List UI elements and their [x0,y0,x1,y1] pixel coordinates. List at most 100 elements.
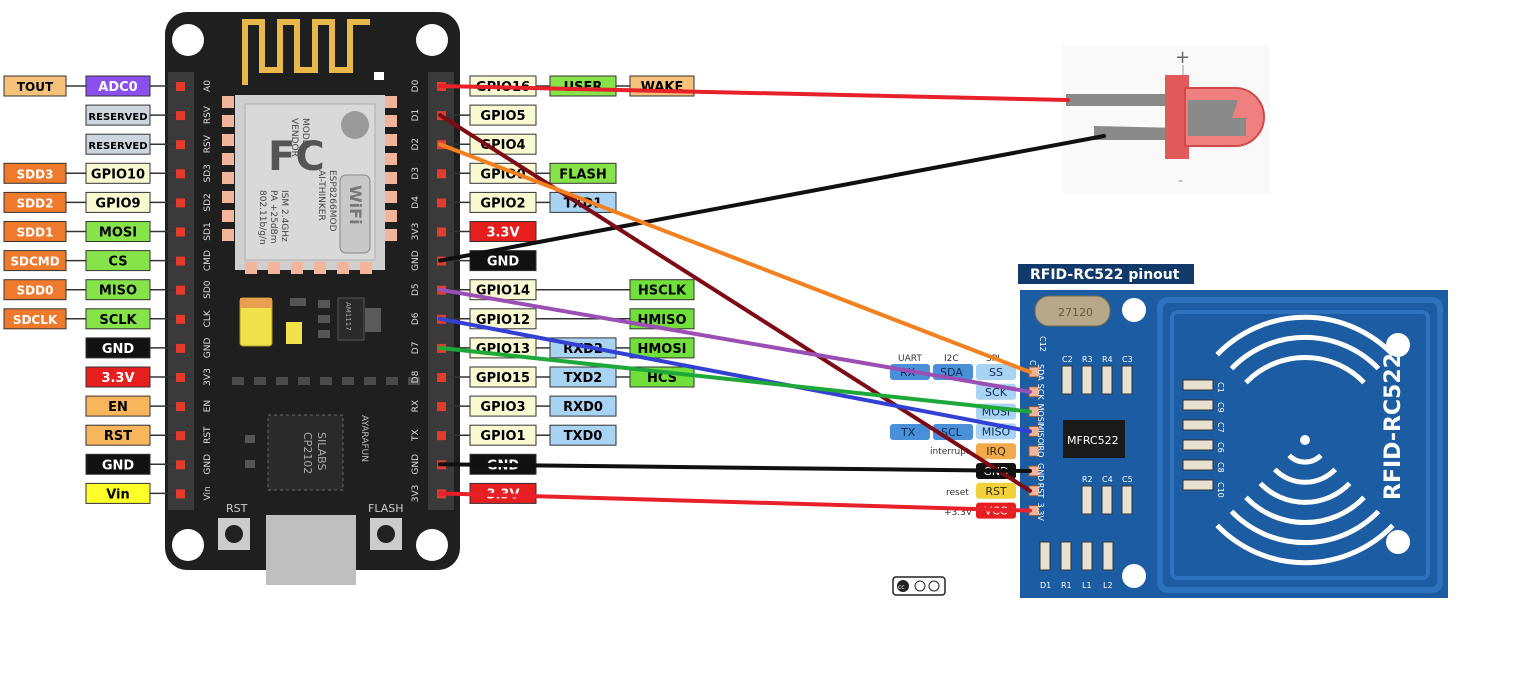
rfid-smd [1182,379,1214,391]
mount-hole [172,24,204,56]
right-pin [437,431,446,441]
wire-d5-sck [438,287,1032,394]
cc-icon [897,580,909,592]
left-pin-silk: CLK [203,309,213,327]
module-pad [222,134,234,146]
rfid-smd-label: C9 [1216,402,1225,413]
left-inner-label-box [85,453,151,475]
rfid-pin-badge [976,364,1016,380]
right-b-label: FLASH [559,167,606,182]
left-pin [176,314,185,324]
antenna-trace [242,19,370,85]
rfid-wave-dot [1300,435,1310,445]
module-pad [385,210,397,222]
right-pin-silk: D4 [411,196,421,209]
right-a-label: 3.3V [486,226,519,241]
rst-button-cap[interactable] [225,525,243,543]
left-pin [176,140,185,150]
right-a-label: GPIO15 [476,371,530,386]
left-pin [176,460,185,470]
right-a-label: GPIO3 [480,400,525,415]
rfid-smd [1081,541,1093,571]
left-pin [176,111,185,121]
left-inner-label-box [85,104,151,126]
left-outer-label: SDD1 [17,226,54,240]
rfid-wave-lower [1229,509,1381,546]
rfid-smd-label: L2 [1103,581,1113,590]
left-outer-label-box [3,191,67,213]
led-plus: + [1175,47,1190,68]
rfid-smd [1121,365,1133,395]
module-pad [385,229,397,241]
rfid-mount-hole [1386,530,1410,554]
left-inner-label: ADC0 [98,80,137,95]
right-b-label: TXD2 [564,371,603,386]
module-text: MODEL [300,118,310,150]
right-a-label: GPIO5 [480,109,525,124]
module-pad [268,262,280,274]
rfid-header-silk: GND [1036,463,1045,481]
left-pin-silk: A0 [203,80,213,92]
left-pin-silk: SD3 [203,164,213,182]
left-pin-silk: SD1 [203,222,213,240]
left-pin [176,227,185,237]
wire-d2-ss [438,142,1032,374]
left-pin [176,402,185,412]
right-pin-silk: RX [411,400,421,412]
usb-chip-text: CP2102 [301,432,314,474]
rfid-module: RFID-RC522 pinout 27120 RFID-RC522 MFRC5… [890,264,1448,598]
right-b-label-box [549,395,617,417]
left-pin-silk: CMD [203,250,213,271]
left-inner-label-box [85,191,151,213]
smd [342,377,354,385]
left-outer-label-box [3,221,67,242]
flash-button-label: FLASH [368,502,404,515]
rfid-header-silk: MISO [1036,423,1045,444]
left-pin-silk: Vin [203,486,213,500]
right-b-label-box [549,424,617,446]
module-pad [222,210,234,222]
left-inner-label: GND [102,458,135,473]
reset-note: reset [946,488,969,498]
smd [318,300,330,308]
left-inner-label-box [85,482,151,504]
smd [254,377,266,385]
left-pin [176,256,185,266]
left-inner-label: CS [108,255,127,270]
left-pin [176,198,185,208]
flash-button-cap[interactable] [377,525,395,543]
rfid-pin-badge [976,443,1016,460]
wire-d0-led-anode [438,84,1070,102]
rfid-chip [1063,420,1125,458]
rfid-smd-label: C5 [1122,475,1133,484]
module-text: PA +25dBm [268,190,278,244]
module-pad [385,134,397,146]
rfid-antenna-coil [1157,297,1443,593]
left-pin [176,489,185,499]
rfid-mount-hole [1122,564,1146,588]
rfid-wave-lower [1215,523,1395,566]
rfid-wave-upper [1244,355,1366,385]
rfid-smd-label: R2 [1082,475,1093,484]
left-inner-label-box [85,424,151,446]
smd [386,377,398,385]
rfid-smd [1039,541,1051,571]
rfid-pin-label: MISO [982,425,1011,438]
left-pins: A0RSVRSVSD3SD2SD1CMDSD0CLKGND3V3ENRSTGND… [176,80,213,500]
wire-d6-miso [438,316,1032,434]
rfid-wave-lower [1287,453,1323,465]
i2c-header: I2C [944,354,959,364]
rfid-pin-label: IRQ [986,445,1006,458]
left-pin [176,285,185,295]
wire-d7-mosi [438,345,1032,414]
right-c-label: HCS [647,371,677,386]
right-pin [437,169,446,179]
rfid-wave-lower [1244,495,1366,525]
left-outer-label-box [3,279,67,301]
right-b-label-box [549,162,617,184]
right-c-label-box [629,337,695,359]
regulator-tab [365,308,381,332]
espressif-logo [341,111,369,139]
wire-3v3-vcc [438,491,1032,513]
left-pin-silk: GND [203,338,213,359]
